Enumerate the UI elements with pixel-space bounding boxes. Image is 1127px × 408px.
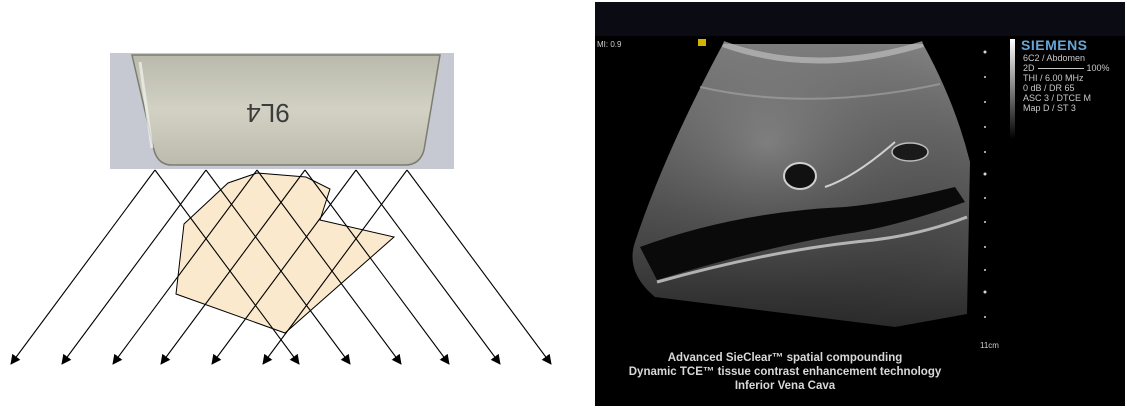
transducer-label: 9L4: [246, 98, 289, 128]
settings-panel: 6C2 / Abdomen 2D 100% THI / 6.00 MHz 0 dB…: [1023, 53, 1110, 113]
caption-line: Inferior Vena Cava: [595, 379, 975, 393]
caption-line: Dynamic TCE™ tissue contrast enhancement…: [595, 365, 975, 379]
freeze-indicator-icon: [698, 39, 706, 46]
depth-scale: [984, 51, 987, 319]
depth-label: 11cm: [980, 341, 999, 350]
power-level: 100%: [1087, 63, 1110, 73]
ultrasound-screen: MI: 0.9 SIEMENS 6C2 / Abdomen 2D 100% THI…: [595, 2, 1125, 406]
info-line: THI / 6.00 MHz: [1023, 73, 1110, 83]
mode-row: 2D 100%: [1023, 63, 1110, 73]
info-line: 0 dB / DR 65: [1023, 83, 1110, 93]
info-line: Map D / ST 3: [1023, 103, 1110, 113]
brand-logo: SIEMENS: [1021, 37, 1088, 53]
imaging-mode: 2D: [1023, 63, 1035, 73]
compounding-diagram: 9L4: [0, 0, 580, 408]
mechanical-index: MI: 0.9: [597, 40, 621, 49]
image-captions: Advanced SieClear™ spatial compounding D…: [595, 351, 975, 393]
info-line: ASC 3 / DTCE M: [1023, 93, 1110, 103]
grayscale-bar: [1010, 39, 1015, 139]
caption-line: Advanced SieClear™ spatial compounding: [595, 351, 975, 365]
transducer-probe: 9L4: [110, 53, 454, 169]
hepatic-vessel: [784, 163, 816, 189]
probe-preset: 6C2 / Abdomen: [1023, 53, 1110, 63]
